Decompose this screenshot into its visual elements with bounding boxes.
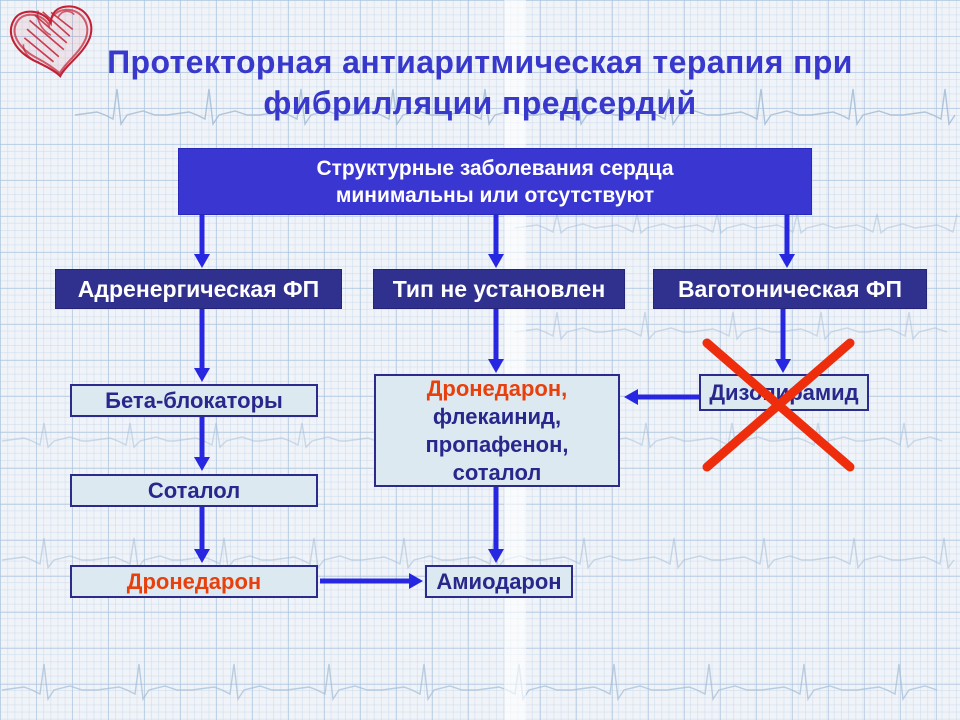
node-disopyramide: Дизопирамид — [699, 374, 869, 411]
arrow-combination-to-amiodarone — [488, 487, 504, 563]
arrow-adrenergic-to-beta-blockers — [194, 309, 210, 382]
arrow-sotalol-to-dronedarone — [194, 507, 210, 563]
combo-line-sotalol: соталол — [452, 459, 542, 485]
arrow-dronedarone-to-amiodarone — [320, 573, 423, 589]
arrow-root-to-undetermined — [488, 215, 504, 268]
arrow-root-to-vagotonic — [779, 215, 795, 268]
heart-logo-icon — [9, 5, 93, 78]
combo-line-dronedarone: Дронедарон, — [426, 375, 568, 401]
arrow-vagotonic-to-disopyramide — [775, 309, 791, 373]
node-undetermined-type: Тип не установлен — [373, 269, 625, 309]
arrow-disopyramide-to-combination — [624, 389, 699, 405]
slide-title-line-2: фибрилляции предсердий — [263, 85, 697, 121]
combo-line-propafenone: пропафенон, — [425, 431, 569, 457]
node-vagotonic-af: Ваготоническая ФП — [653, 269, 927, 309]
node-structural-heart-disease: Структурные заболевания сердца минимальн… — [178, 148, 812, 215]
node-structural-line-2: минимальны или отсутствуют — [335, 183, 655, 207]
node-adrenergic-af: Адренергическая ФП — [55, 269, 342, 309]
node-structural-line-1: Структурные заболевания сердца — [316, 156, 674, 180]
node-drug-combination: Дронедарон, флекаинид, пропафенон, сотал… — [374, 374, 620, 487]
node-dronedarone: Дронедарон — [70, 565, 318, 598]
arrow-undetermined-to-combination — [488, 309, 504, 373]
slide-title: Протекторная антиаритмическая терапия пр… — [0, 42, 960, 124]
slide-title-line-1: Протекторная антиаритмическая терапия пр… — [107, 44, 853, 80]
node-beta-blockers: Бета-блокаторы — [70, 384, 318, 417]
node-amiodarone: Амиодарон — [425, 565, 573, 598]
arrow-beta-blockers-to-sotalol — [194, 417, 210, 471]
combo-line-flecainide: флекаинид, — [432, 403, 562, 429]
node-sotalol: Соталол — [70, 474, 318, 507]
arrow-root-to-adrenergic — [194, 215, 210, 268]
